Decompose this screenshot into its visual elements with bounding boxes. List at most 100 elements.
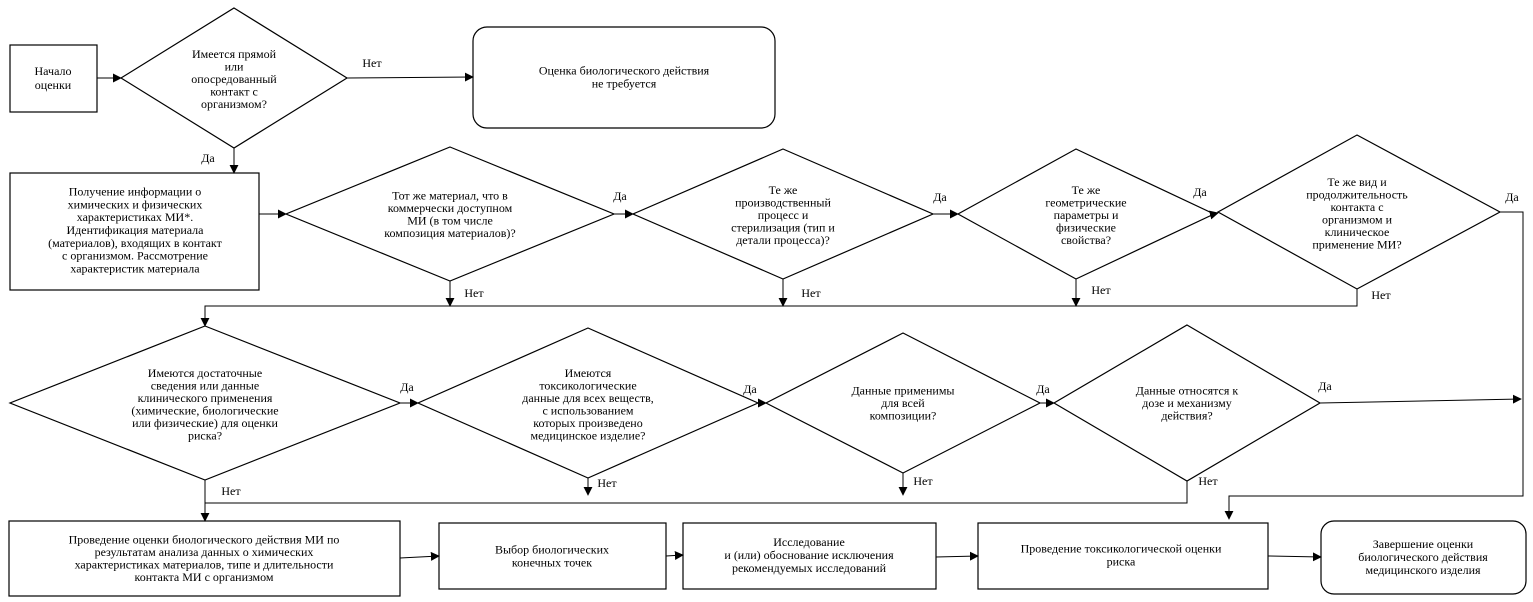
edge-dose-no-bus (205, 481, 1188, 504)
text-line: композиция материалов)? (384, 226, 515, 240)
text-line: стерилизация (тип и (731, 221, 835, 235)
text-line: Исследование (773, 535, 845, 549)
bio-evaluation-text: Проведение оценки биологического действи… (69, 532, 340, 584)
text-line: Тот же материал, что в (392, 188, 508, 202)
edge-endpoints-to-research (665, 550, 684, 560)
text-line: которых произведено (533, 416, 642, 430)
text-line: детали процесса)? (736, 233, 830, 247)
edge-no-bus-to-sufficient (200, 289, 1358, 327)
text-line: процесс и (758, 208, 809, 222)
text-line: токсикологические (539, 378, 636, 392)
text-line: геометрические (1045, 196, 1126, 210)
text-line: дозе и механизму (1142, 396, 1232, 410)
text-line: Идентификация материала (67, 223, 205, 237)
label-no: Нет (801, 286, 821, 300)
text-line: не требуется (592, 77, 657, 91)
text-line: организмом? (201, 97, 267, 111)
text-line: Данные относятся к (1136, 384, 1239, 398)
edge-dose-yes (1319, 394, 1522, 404)
edge-research-to-tox (935, 551, 979, 561)
label-yes: Да (400, 380, 414, 394)
material-info-box (9, 172, 260, 291)
text-line: (материалов), входящих в контакт (48, 236, 222, 250)
text-line: контакта МИ с организмом (134, 570, 273, 584)
label-no: Нет (1198, 474, 1218, 488)
text-line: с организмом. Рассмотрение (62, 249, 208, 263)
text-line: Те же (1072, 183, 1101, 197)
label-yes: Да (1505, 190, 1519, 204)
text-line: данные для всех веществ, (522, 391, 654, 405)
text-line: Выбор биологических (495, 543, 609, 557)
text-line: Начало (35, 64, 72, 78)
label-yes: Да (1193, 185, 1207, 199)
text-line: коммерчески доступном (388, 201, 513, 215)
text-line: опосредованный (191, 72, 277, 86)
text-line: параметры и (1054, 208, 1119, 222)
edge-tox-to-finish (1267, 552, 1322, 562)
text-line: характеристик материала (70, 261, 200, 275)
text-line: биологического действия (1358, 550, 1488, 564)
text-line: медицинское изделие? (530, 428, 645, 442)
text-line: применение МИ? (1312, 237, 1401, 251)
text-line: контакт с (210, 85, 258, 99)
text-line: клинического применения (138, 391, 273, 405)
text-line: Имеется прямой (192, 47, 277, 61)
text-line: (химические, биологические (131, 403, 278, 417)
start-box (9, 44, 98, 113)
text-line: риска (1107, 555, 1136, 569)
research-box (682, 522, 937, 590)
label-no: Нет (221, 484, 241, 498)
text-line: с использованием (542, 403, 633, 417)
text-line: производственный (735, 196, 831, 210)
text-line: Те же (769, 183, 798, 197)
label-yes: Да (1318, 379, 1332, 393)
text-line: конечных точек (512, 556, 592, 570)
text-line: клиническое (1325, 225, 1390, 239)
text-line: для всей (881, 396, 925, 410)
label-no: Нет (362, 56, 382, 70)
text-line: характеристиках МИ*. (77, 210, 193, 224)
bio-evaluation-box (8, 520, 401, 597)
label-yes: Да (613, 189, 627, 203)
text-line: или (225, 60, 244, 74)
text-line: Данные применимы (851, 384, 954, 398)
label-no: Нет (597, 476, 617, 490)
text-line: оценки (35, 78, 72, 92)
text-line: свойства? (1061, 233, 1111, 247)
text-line: Получение информации о (69, 185, 202, 199)
text-line: Завершение оценки (1373, 537, 1474, 551)
text-line: композиции? (870, 409, 937, 423)
text-line: Проведение оценки биологического действи… (69, 532, 340, 546)
text-line: или физические) для оценки (132, 416, 278, 430)
text-line: характеристиках материалов, типе и длите… (75, 557, 334, 571)
text-line: Проведение токсикологической оценки (1021, 542, 1222, 556)
text-line: организмом и (1322, 212, 1393, 226)
text-line: Имеются достаточные (148, 366, 262, 380)
text-line: риска? (188, 428, 222, 442)
edge-contact-yes-to-tox (1224, 211, 1524, 520)
endpoints-box (438, 522, 667, 590)
text-line: Имеются (565, 366, 612, 380)
text-line: контакта с (1330, 200, 1383, 214)
label-yes: Да (743, 382, 757, 396)
text-line: рекомендуемых исследований (732, 561, 887, 575)
label-yes: Да (201, 151, 215, 165)
edge-geometry-yes (1209, 210, 1219, 220)
label-yes: Да (933, 190, 947, 204)
label-no: Нет (913, 474, 933, 488)
edge-contact-no (346, 72, 474, 82)
